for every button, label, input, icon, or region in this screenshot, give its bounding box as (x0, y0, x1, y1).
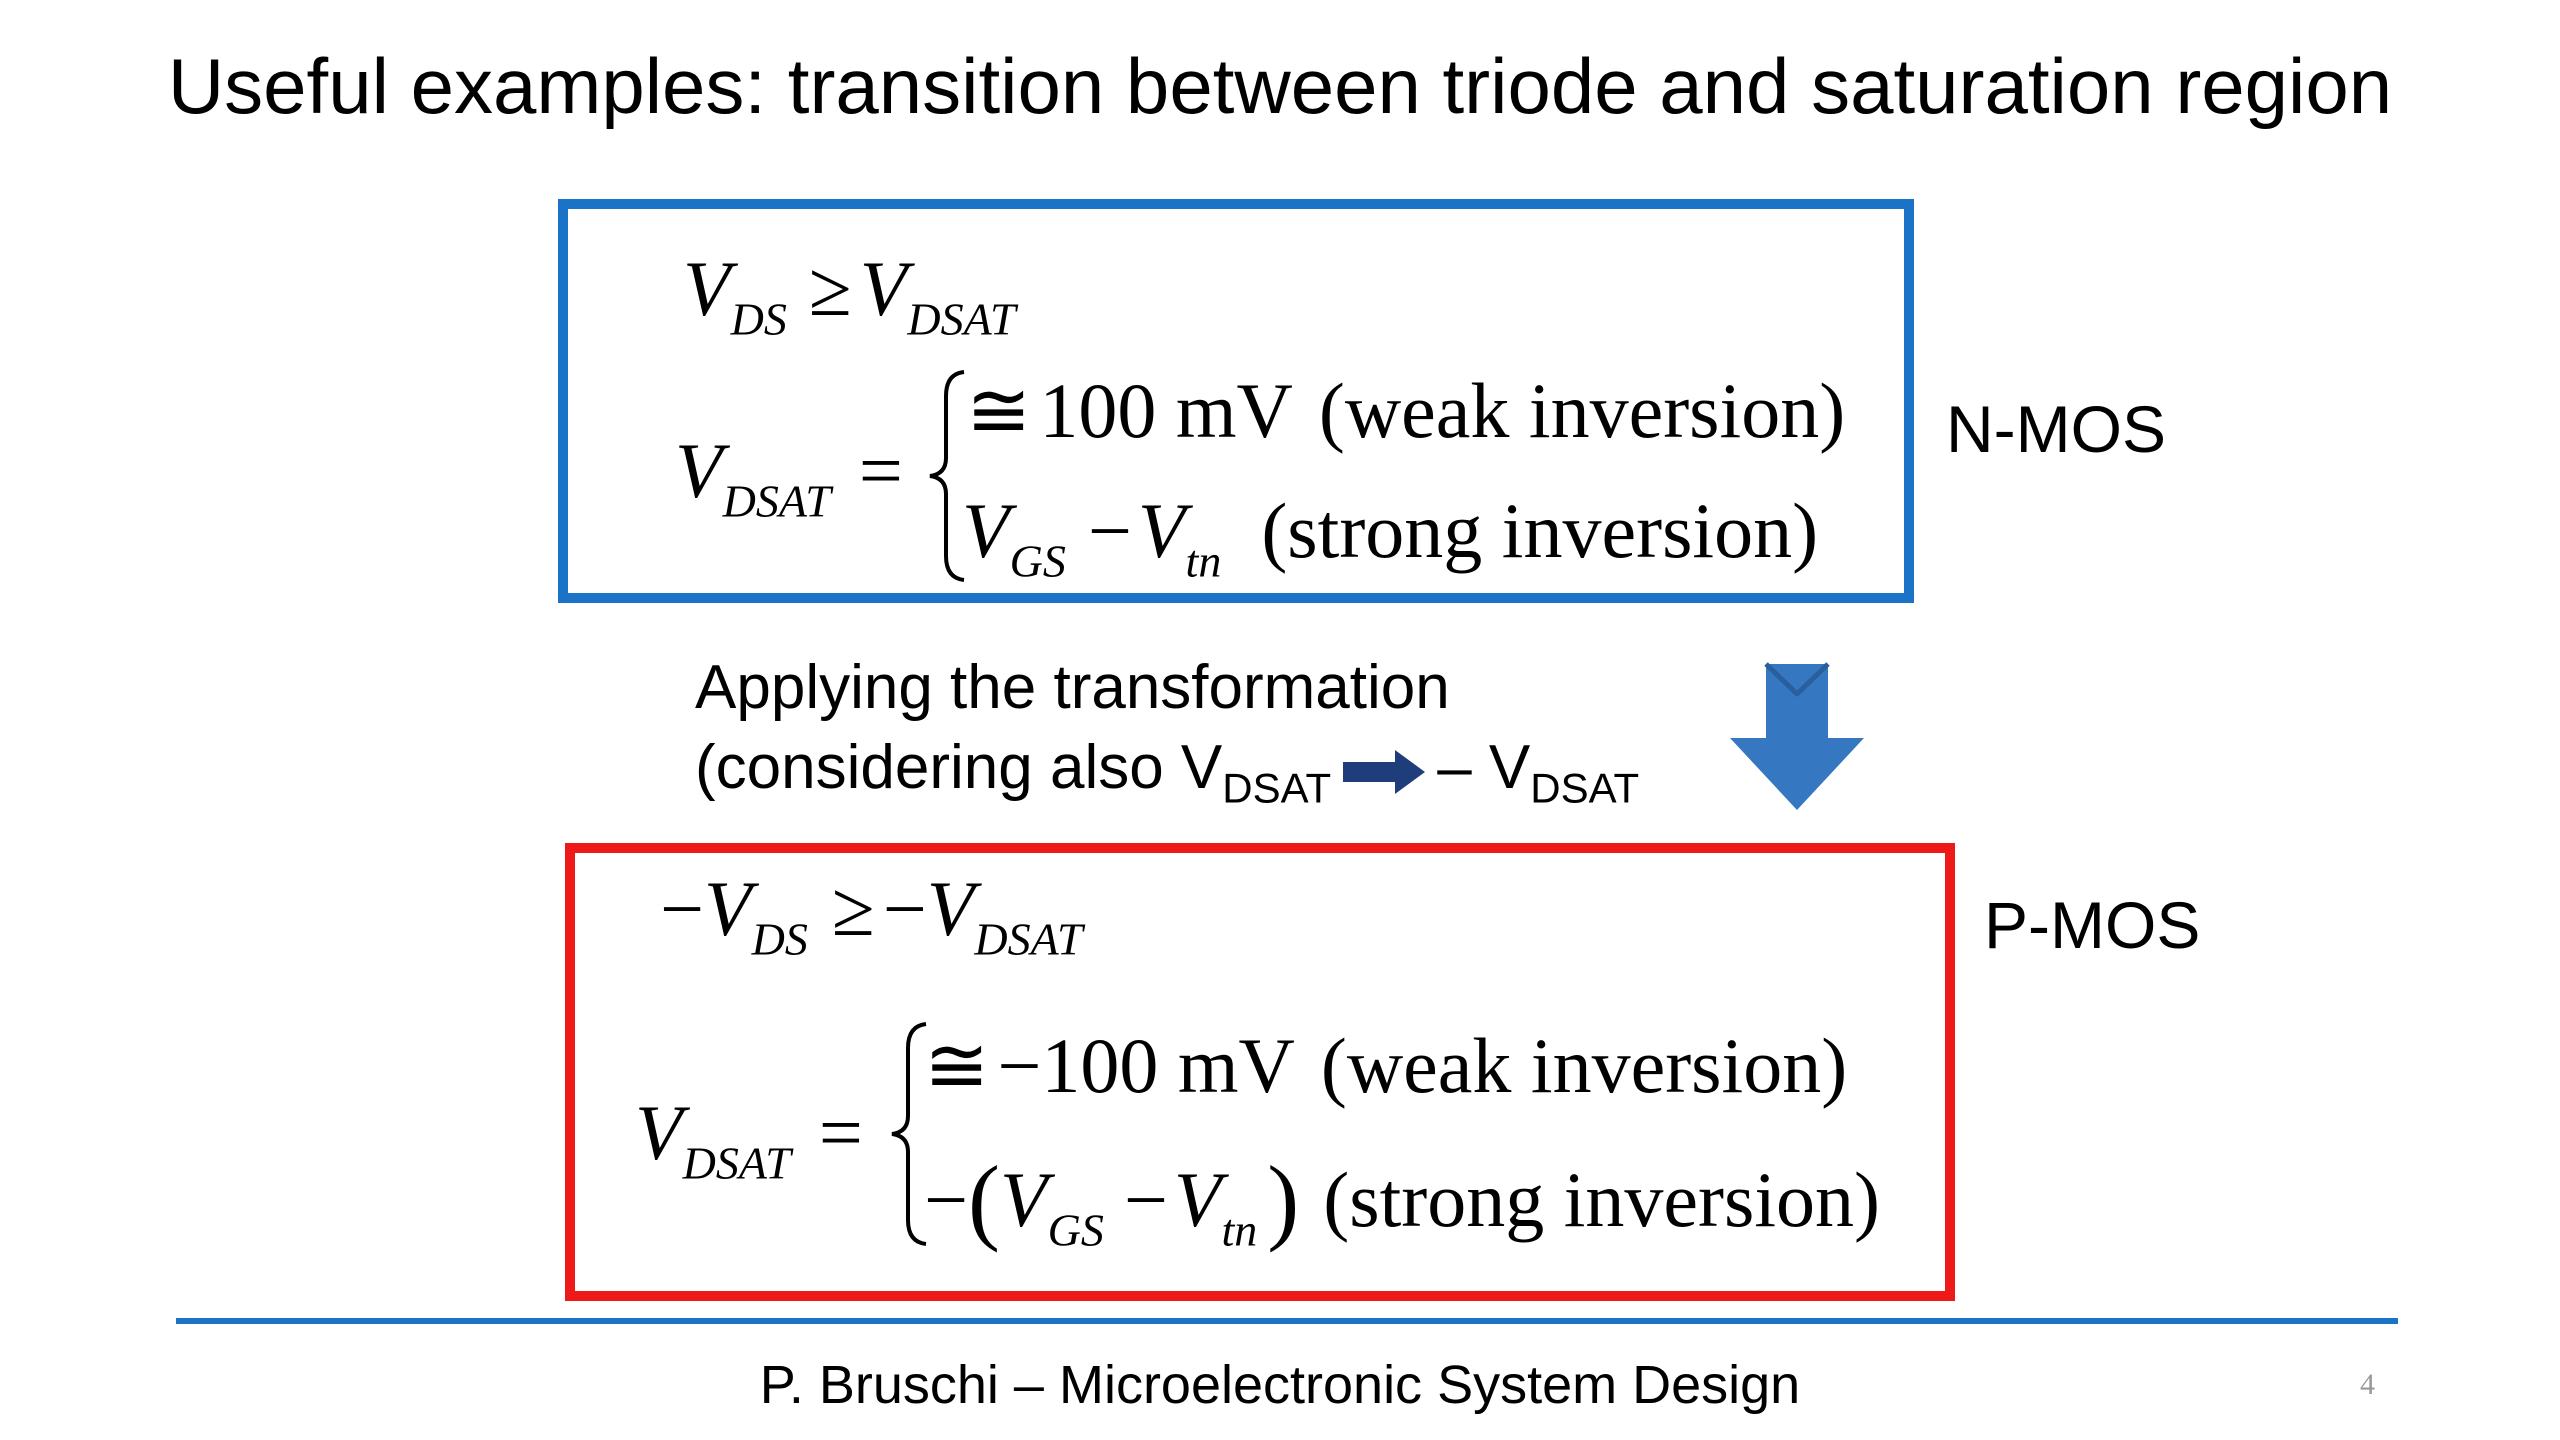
slide-title: Useful examples: transition between trio… (167, 42, 2393, 130)
nmos-weak-inversion-case: ≅100 mV(weak inversion) (966, 367, 1846, 454)
pmos-vdsat-lhs: VDSAT= (635, 1089, 863, 1189)
footer-text: P. Bruschi – Microelectronic System Desi… (759, 1355, 1801, 1415)
nmos-left-brace (929, 370, 965, 582)
page-number: 4 (2360, 1368, 2375, 1401)
nmos-vdsat-lhs: VDSAT= (675, 427, 903, 527)
nmos-label: N-MOS (1946, 392, 2166, 466)
transformation-line-2: (considering also VDSAT– VDSAT (695, 733, 1640, 812)
footer-divider (176, 1318, 2398, 1324)
transformation-text: Applying the transformation (considering… (695, 648, 1640, 812)
transformation-line-1: Applying the transformation (695, 653, 1450, 722)
pmos-left-brace (891, 1022, 927, 1246)
nmos-saturation-condition: VDS≥VDSAT (683, 245, 1016, 345)
pmos-saturation-condition: −VDS≥−VDSAT (660, 865, 1083, 965)
nmos-condition-box (558, 199, 1914, 603)
down-arrow-icon (1730, 662, 1864, 810)
pmos-strong-inversion-case: −(VGS−Vtn)(strong inversion) (924, 1146, 1881, 1256)
pmos-label: P-MOS (1984, 888, 2201, 962)
pmos-weak-inversion-case: ≅−100 mV(weak inversion) (924, 1022, 1848, 1109)
pmos-condition-box (565, 843, 1955, 1301)
nmos-strong-inversion-case: VGS−Vtn(strong inversion) (962, 487, 1819, 587)
right-arrow-icon (1343, 749, 1426, 794)
